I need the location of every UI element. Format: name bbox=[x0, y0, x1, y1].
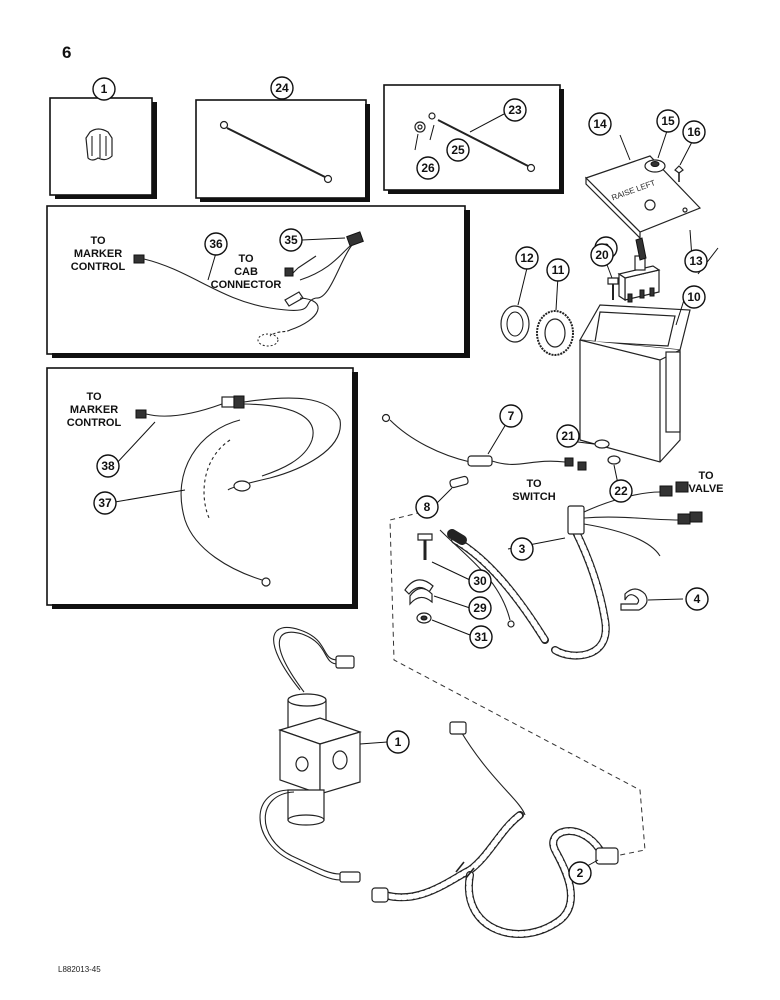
svg-text:12: 12 bbox=[520, 251, 534, 265]
callout-12: 12 bbox=[515, 246, 539, 270]
svg-text:15: 15 bbox=[661, 114, 675, 128]
label-to-cab-connector-a: TO bbox=[238, 253, 254, 265]
callout-26: 26 bbox=[416, 156, 440, 180]
callout-11: 11 bbox=[546, 258, 570, 282]
svg-text:26: 26 bbox=[421, 161, 435, 175]
callout-38: 38 bbox=[96, 454, 120, 478]
svg-text:30: 30 bbox=[473, 574, 487, 588]
inset-box-part-23 bbox=[383, 84, 564, 194]
svg-text:25: 25 bbox=[451, 143, 465, 157]
svg-text:7: 7 bbox=[508, 409, 515, 423]
nuts-21-22 bbox=[594, 439, 621, 465]
grommets bbox=[500, 305, 574, 356]
callout-16: 16 bbox=[682, 120, 706, 144]
svg-text:38: 38 bbox=[101, 459, 115, 473]
callout-37: 37 bbox=[93, 491, 117, 515]
clip-4 bbox=[620, 588, 648, 611]
svg-text:13: 13 bbox=[689, 254, 703, 268]
callout-8: 8 bbox=[415, 495, 439, 519]
toggle-switch bbox=[607, 237, 661, 303]
label-to-switch-a: TO bbox=[526, 478, 542, 490]
svg-text:2: 2 bbox=[577, 866, 584, 880]
callout-31: 31 bbox=[469, 625, 493, 649]
svg-text:23: 23 bbox=[508, 103, 522, 117]
label-to-cab-connector-b: CAB bbox=[234, 266, 258, 278]
label-to-marker-control-1-c: CONTROL bbox=[71, 261, 126, 273]
svg-text:1: 1 bbox=[395, 735, 402, 749]
callout-24: 24 bbox=[270, 76, 294, 100]
label-to-switch-b: SWITCH bbox=[512, 491, 555, 503]
svg-text:14: 14 bbox=[593, 117, 607, 131]
svg-text:29: 29 bbox=[473, 601, 487, 615]
callout-14: 14 bbox=[588, 112, 612, 136]
callout-2: 2 bbox=[568, 861, 592, 885]
main-harness bbox=[439, 481, 703, 660]
callout-13: 13 bbox=[684, 249, 708, 273]
svg-text:11: 11 bbox=[552, 263, 565, 277]
callout-4: 4 bbox=[685, 587, 709, 611]
svg-text:21: 21 bbox=[561, 429, 575, 443]
grouping-dashed-line bbox=[389, 509, 646, 856]
callout-3: 3 bbox=[510, 537, 534, 561]
callout-25: 25 bbox=[446, 138, 470, 162]
callout-35: 35 bbox=[279, 228, 303, 252]
inset-box-part-24 bbox=[195, 99, 370, 202]
callout-10: 10 bbox=[682, 285, 706, 309]
label-to-marker-control-2-a: TO bbox=[86, 391, 102, 403]
callout-29: 29 bbox=[468, 596, 492, 620]
inset-box-marker-harness bbox=[46, 367, 358, 609]
svg-text:8: 8 bbox=[424, 500, 431, 514]
callout-30: 30 bbox=[468, 569, 492, 593]
callout-leaders bbox=[103, 99, 719, 871]
fuse-harness bbox=[381, 413, 587, 489]
svg-text:3: 3 bbox=[519, 542, 526, 556]
callout-1: 1 bbox=[386, 730, 410, 754]
svg-text:36: 36 bbox=[209, 237, 223, 251]
callouts: 1 12346781011121314151620212223242526293… bbox=[92, 76, 709, 885]
callout-21: 21 bbox=[556, 424, 580, 448]
svg-text:1: 1 bbox=[101, 82, 108, 96]
svg-text:16: 16 bbox=[687, 125, 701, 139]
extension-harness bbox=[371, 721, 619, 938]
svg-text:4: 4 bbox=[694, 592, 701, 606]
callout-7: 7 bbox=[499, 404, 523, 428]
svg-text:24: 24 bbox=[275, 81, 289, 95]
svg-text:22: 22 bbox=[614, 484, 628, 498]
text-labels: TO MARKER CONTROL TO CAB CONNECTOR TO MA… bbox=[58, 235, 724, 974]
label-to-marker-control-2-c: CONTROL bbox=[67, 417, 122, 429]
label-to-marker-control-1-b: MARKER bbox=[74, 248, 122, 260]
callout-36: 36 bbox=[204, 232, 228, 256]
label-to-valve-a: TO bbox=[698, 470, 714, 482]
svg-text:37: 37 bbox=[98, 496, 112, 510]
figure-reference: L882013-45 bbox=[58, 965, 101, 974]
svg-text:10: 10 bbox=[687, 290, 701, 304]
hardware-29-30-31 bbox=[404, 533, 434, 624]
callout-5: 1 bbox=[92, 77, 116, 101]
label-to-cab-connector-c: CONNECTOR bbox=[211, 279, 282, 291]
label-to-marker-control-1-a: TO bbox=[90, 235, 106, 247]
solenoid-valve bbox=[259, 626, 362, 883]
label-to-marker-control-2-b: MARKER bbox=[70, 404, 118, 416]
switch-plate-assembly: RAISE LEFT bbox=[584, 155, 702, 240]
inset-box-cab-harness bbox=[46, 205, 470, 358]
callout-15: 15 bbox=[656, 109, 680, 133]
svg-text:20: 20 bbox=[595, 248, 609, 262]
svg-text:35: 35 bbox=[284, 233, 298, 247]
switch-box bbox=[579, 304, 691, 463]
callout-20: 20 bbox=[590, 243, 614, 267]
page-number: 6 bbox=[62, 43, 71, 62]
callout-22: 22 bbox=[609, 479, 633, 503]
svg-text:31: 31 bbox=[474, 630, 488, 644]
label-to-valve-b: VALVE bbox=[688, 483, 723, 495]
callout-23: 23 bbox=[503, 98, 527, 122]
inset-box-part-5 bbox=[49, 97, 157, 199]
